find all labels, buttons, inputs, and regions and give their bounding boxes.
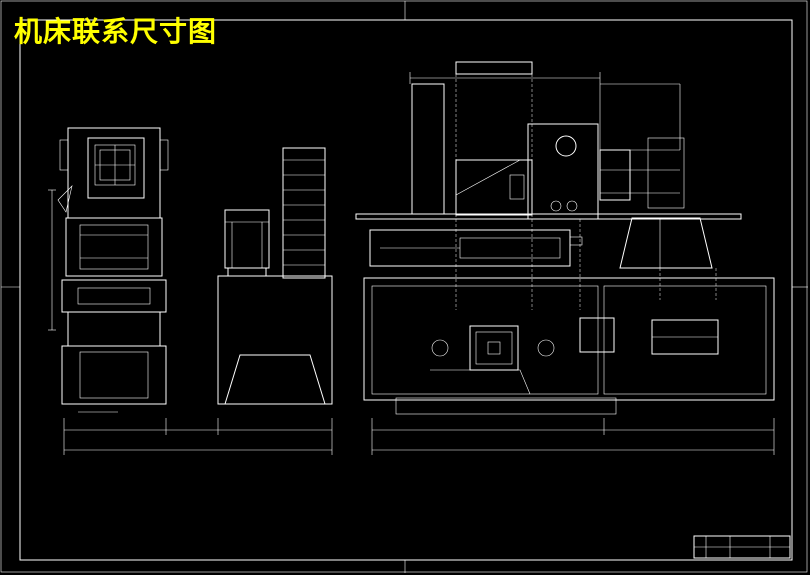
hydraulic-station <box>217 147 333 405</box>
drawing-title: 机床联系尺寸图 <box>14 15 218 48</box>
title-block <box>693 535 791 559</box>
press-front-view <box>48 127 169 413</box>
overall-dimensions <box>63 418 775 455</box>
main-machine <box>355 61 775 415</box>
